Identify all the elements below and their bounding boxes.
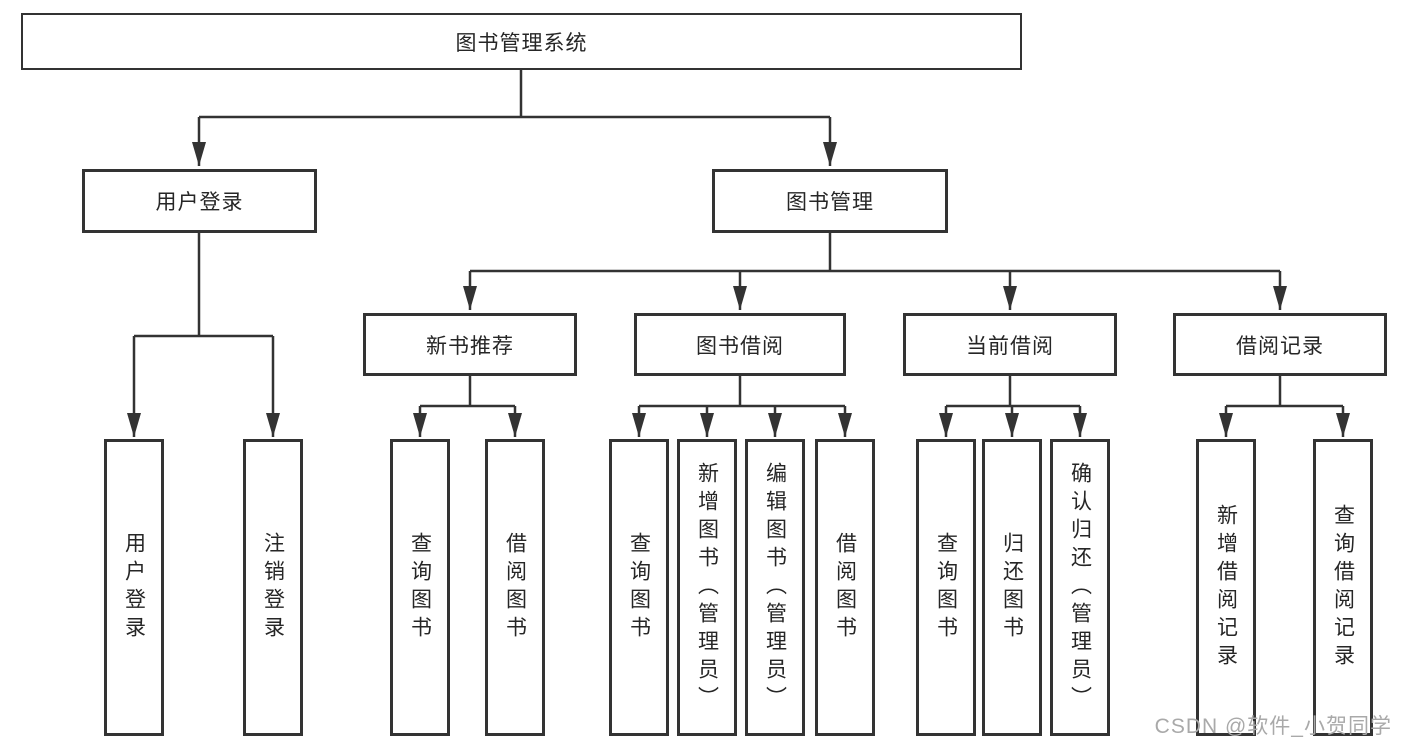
node-current-return-books: 归还图书	[982, 439, 1042, 736]
node-logout: 注销登录	[243, 439, 303, 736]
node-user-login-leaf: 用户登录	[104, 439, 164, 736]
node-label: 查询图书	[627, 531, 651, 644]
node-borrowing-add-books-admin: 新增图书（管理员）	[677, 439, 737, 736]
node-label: 用户登录	[122, 531, 146, 644]
node-label: 图书借阅	[696, 334, 784, 358]
node-label: 新书推荐	[426, 334, 514, 358]
node-borrowing-query-books: 查询图书	[609, 439, 669, 736]
node-borrowing-edit-books-admin: 编辑图书（管理员）	[745, 439, 805, 736]
node-label: 借阅记录	[1236, 334, 1324, 358]
node-label: 借阅图书	[833, 531, 857, 644]
node-book-borrowing: 图书借阅	[634, 313, 846, 376]
watermark: CSDN @软件_小贺同学	[1154, 715, 1392, 738]
node-current-query-books: 查询图书	[916, 439, 976, 736]
node-user-login: 用户登录	[82, 169, 317, 233]
node-recommend-query-books: 查询图书	[390, 439, 450, 736]
node-label: 注销登录	[261, 531, 285, 644]
node-borrowing-borrow-books: 借阅图书	[815, 439, 875, 736]
node-records-add-record: 新增借阅记录	[1196, 439, 1256, 736]
node-label: 当前借阅	[966, 334, 1054, 358]
node-label: 新增借阅记录	[1214, 503, 1238, 672]
node-label: 查询图书	[408, 531, 432, 644]
node-label: 归还图书	[1000, 531, 1024, 644]
node-label: 图书管理系统	[455, 31, 588, 55]
node-label: 图书管理	[786, 191, 874, 214]
node-label: 查询借阅记录	[1331, 503, 1355, 672]
node-records-query-record: 查询借阅记录	[1313, 439, 1373, 736]
node-label: 新增图书（管理员）	[695, 461, 719, 714]
node-book-management: 图书管理	[712, 169, 948, 233]
node-label: 确认归还（管理员）	[1068, 461, 1092, 714]
node-current-confirm-return-admin: 确认归还（管理员）	[1050, 439, 1110, 736]
node-library-management-system: 图书管理系统	[21, 13, 1022, 70]
node-label: 用户登录	[155, 191, 244, 214]
node-label: 查询图书	[934, 531, 958, 644]
node-new-book-recommend: 新书推荐	[363, 313, 577, 376]
node-label: 借阅图书	[503, 531, 527, 644]
node-recommend-borrow-books: 借阅图书	[485, 439, 545, 736]
node-label: 编辑图书（管理员）	[763, 461, 787, 714]
node-borrowing-records: 借阅记录	[1173, 313, 1387, 376]
node-current-borrowing: 当前借阅	[903, 313, 1117, 376]
